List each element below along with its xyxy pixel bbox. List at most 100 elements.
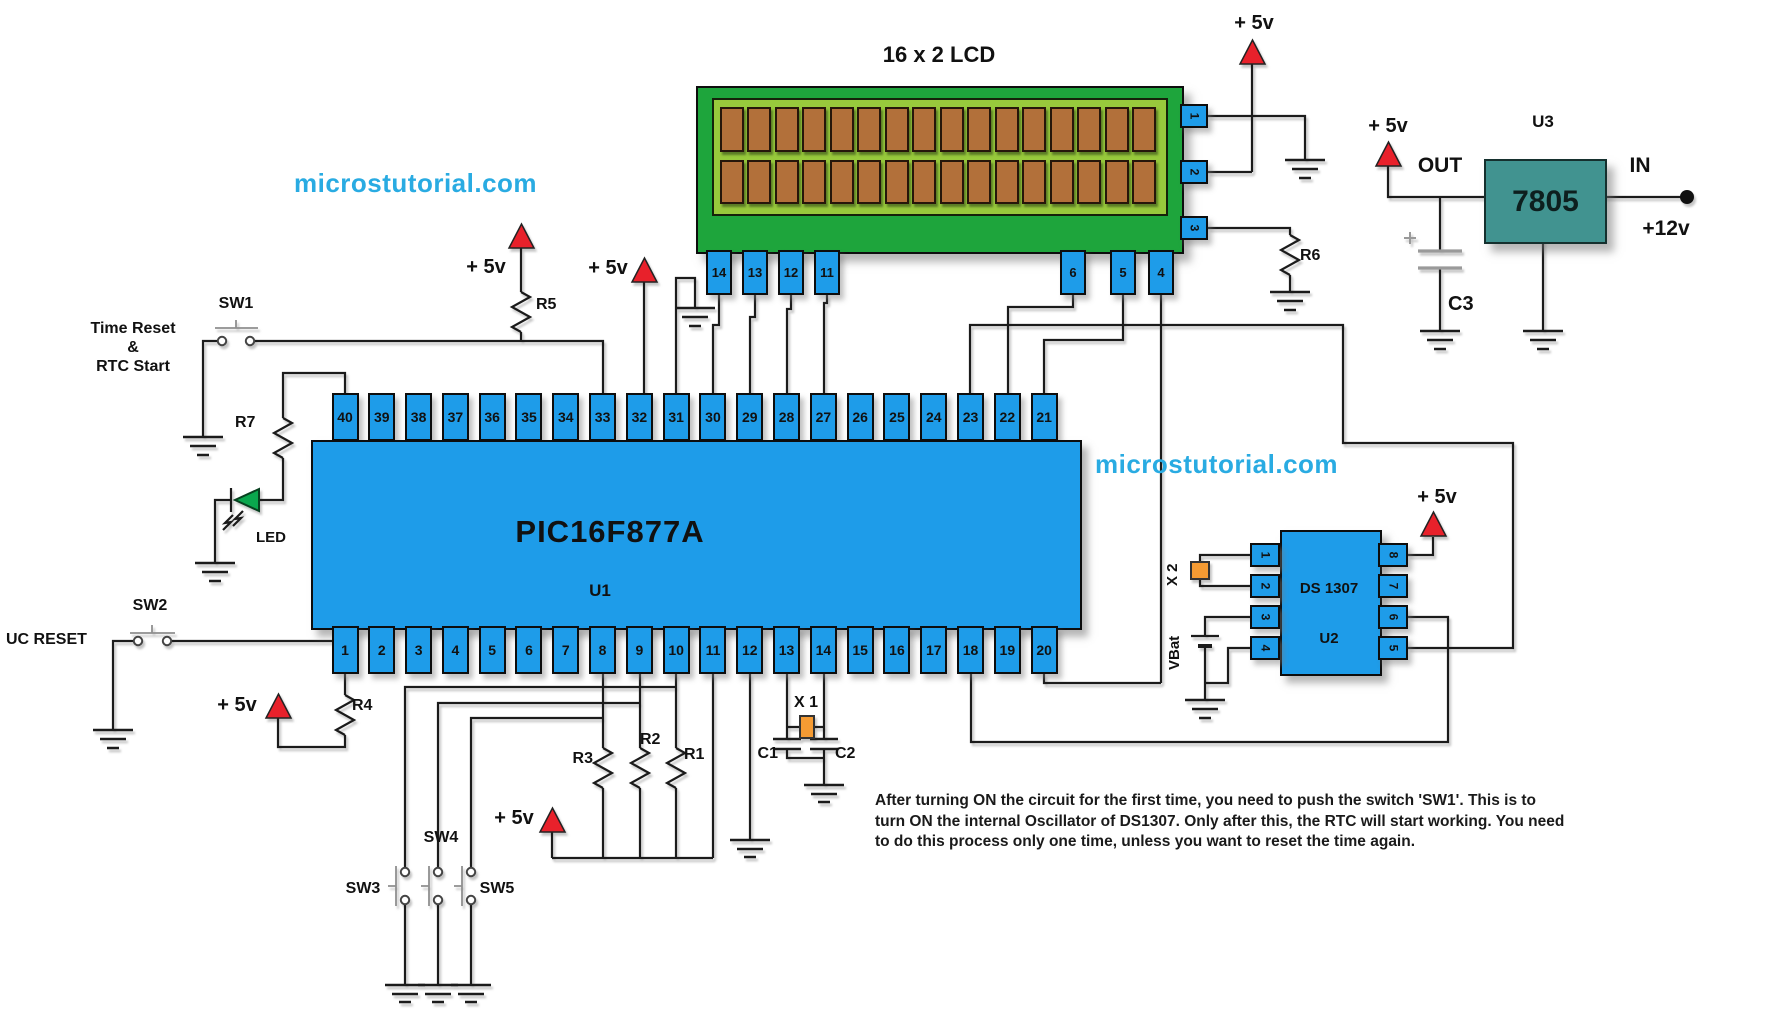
pic-pin-number: 11 (705, 642, 721, 658)
pic-pin: 21 (1030, 393, 1058, 441)
pic-pin-number: 22 (999, 409, 1016, 425)
lcd-cell (1049, 107, 1074, 152)
pic-pin-number: 1 (341, 642, 349, 658)
wire (968, 323, 1515, 650)
pic-pin-number: 34 (557, 409, 574, 425)
wire (1208, 114, 1307, 160)
supply-12v-label: +12v (1642, 217, 1690, 240)
ground-icon (1420, 329, 1460, 351)
pic-pin: 16 (883, 626, 911, 674)
lcd-cell (884, 107, 909, 152)
rtc-pin-6-label: 6 (1386, 613, 1400, 621)
pic-pin: 33 (589, 393, 617, 441)
regulator-out-label: OUT (1417, 154, 1463, 177)
pic-pin: 22 (993, 393, 1021, 441)
wire (785, 295, 793, 393)
plus5v-arrow-icon (264, 692, 293, 719)
sw5-label: SW5 (479, 880, 515, 897)
pic-pin-number: 23 (962, 409, 979, 425)
pic-pin-number: 17 (925, 642, 942, 658)
wire (785, 674, 826, 739)
lcd-pin-13: 13 (742, 250, 768, 295)
pic-pin: 35 (515, 393, 543, 441)
ground-symbols (93, 158, 1563, 1004)
pic-pin-number: 5 (488, 642, 497, 658)
resistor-r5-label: R5 (536, 296, 557, 313)
pic-pin-number: 2 (377, 642, 386, 658)
sw4-contact (432, 894, 444, 906)
sw3-contact (399, 866, 411, 878)
wire (1203, 615, 1250, 700)
rtc-pin-2-label: 2 (1258, 582, 1272, 590)
pic-pin: 31 (662, 393, 690, 441)
resistor-r3 (591, 747, 615, 789)
rtc-pin-6: 6 (1378, 605, 1408, 629)
lcd-cell (1132, 159, 1156, 204)
rtc-pin-7-label: 7 (1386, 582, 1400, 590)
rtc-pin-5-label: 5 (1386, 644, 1400, 652)
lcd-cell (912, 107, 937, 152)
lcd-cell (829, 159, 854, 204)
pic-pin: 32 (625, 393, 653, 441)
wire (201, 339, 217, 437)
vin-terminal-dot (1680, 190, 1694, 204)
crystal-x1-label: X 1 (793, 694, 818, 711)
wire (1208, 226, 1292, 292)
sw3-actuator (388, 866, 397, 906)
pic-pin: 40 (331, 393, 359, 441)
cap-c3 (1418, 249, 1462, 270)
pic-pin-number: 19 (999, 642, 1016, 658)
pic-pin-number: 6 (525, 642, 533, 658)
wire (1408, 537, 1435, 557)
ground-icon (675, 306, 715, 328)
pic-pin: 34 (552, 393, 580, 441)
sw2-caption: UC RESET (6, 631, 87, 648)
rtc-pin-8: 8 (1378, 543, 1408, 567)
lcd-title: 16 x 2 LCD (882, 42, 996, 67)
pic-pin-number: 36 (484, 409, 500, 425)
regulator-ref: U3 (1532, 112, 1554, 131)
lcd-character-cells (720, 107, 1156, 204)
pic-pin-number: 8 (598, 642, 607, 658)
pic-pin-number: 30 (705, 409, 721, 425)
lcd-cell (720, 159, 744, 204)
sw5-actuator (454, 866, 463, 906)
sw2-actuator (130, 625, 175, 634)
lcd-cell (747, 159, 772, 204)
cap-c1 (773, 737, 801, 751)
ground-icon (385, 983, 425, 1004)
resistor-symbols (271, 234, 1302, 789)
pic-pin-number: 28 (778, 409, 795, 425)
sw1-actuator (215, 320, 258, 329)
wire (969, 615, 1450, 744)
pic-pin: 17 (920, 626, 948, 674)
sw1-caption: Time Reset & RTC Start (90, 320, 176, 375)
rtc-ic-body (1280, 530, 1382, 676)
lcd-cell (1132, 107, 1156, 152)
sw5-contact (465, 894, 477, 906)
sw1-contact (216, 335, 228, 347)
pic-pin-number: 13 (778, 642, 795, 658)
sw5-contact (465, 866, 477, 878)
pic-pin: 25 (883, 393, 911, 441)
pic-pin: 6 (515, 626, 543, 674)
pic-pin-number: 39 (374, 409, 390, 425)
pic-pin-number: 31 (668, 409, 684, 425)
pic-pin: 1 (331, 626, 359, 674)
lcd-pin-2: 2 (1180, 160, 1208, 184)
lcd-pin-3: 3 (1180, 216, 1208, 240)
cap-c2-label: C2 (835, 745, 856, 762)
pic-pin: 19 (993, 626, 1021, 674)
sw1-label: SW1 (218, 295, 254, 312)
wire (711, 295, 721, 393)
lcd-pin-6: 6 (1060, 250, 1086, 295)
crystal-x1-icon (799, 715, 815, 739)
wire (1198, 553, 1250, 588)
plus5v-arrow-icon (1238, 38, 1267, 65)
capacitor-symbols (773, 232, 1462, 751)
wire (111, 639, 332, 730)
lcd-cell (829, 107, 854, 152)
ground-icon (93, 728, 133, 750)
